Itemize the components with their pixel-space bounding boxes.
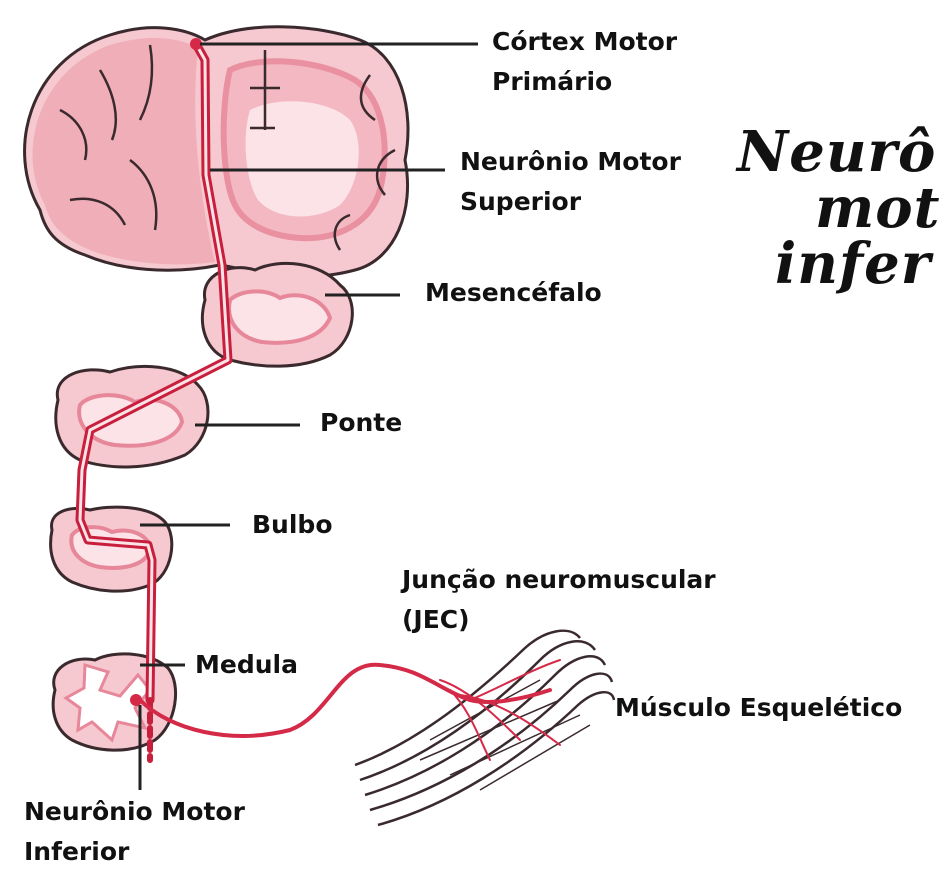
label-bulb: Bulbo bbox=[252, 505, 333, 545]
heading-line3: infer bbox=[775, 236, 931, 292]
label-muscle: Músculo Esquelético bbox=[615, 688, 902, 728]
skeletal-muscle-illustration bbox=[355, 631, 614, 825]
label-junction-line1: Junção neuromuscular bbox=[402, 560, 716, 600]
label-lower-neuron-line1: Neurônio Motor bbox=[24, 792, 245, 832]
heading-line2: mot bbox=[815, 180, 940, 236]
label-upper-neuron-line1: Neurônio Motor bbox=[460, 142, 681, 182]
label-mesencephalon: Mesencéfalo bbox=[425, 273, 602, 313]
label-junction-line2: (JEC) bbox=[402, 600, 470, 640]
label-pons: Ponte bbox=[320, 403, 402, 443]
label-upper-neuron-line2: Superior bbox=[460, 182, 581, 222]
label-cortex-line2: Primário bbox=[492, 62, 612, 102]
heading-line1: Neurô bbox=[737, 124, 936, 180]
white-matter-core bbox=[246, 101, 359, 216]
label-cord: Medula bbox=[195, 645, 298, 685]
label-cortex-line1: Córtex Motor bbox=[492, 22, 677, 62]
spinal-cord-illustration bbox=[53, 654, 175, 750]
label-lower-neuron-line2: Inferior bbox=[24, 832, 129, 872]
